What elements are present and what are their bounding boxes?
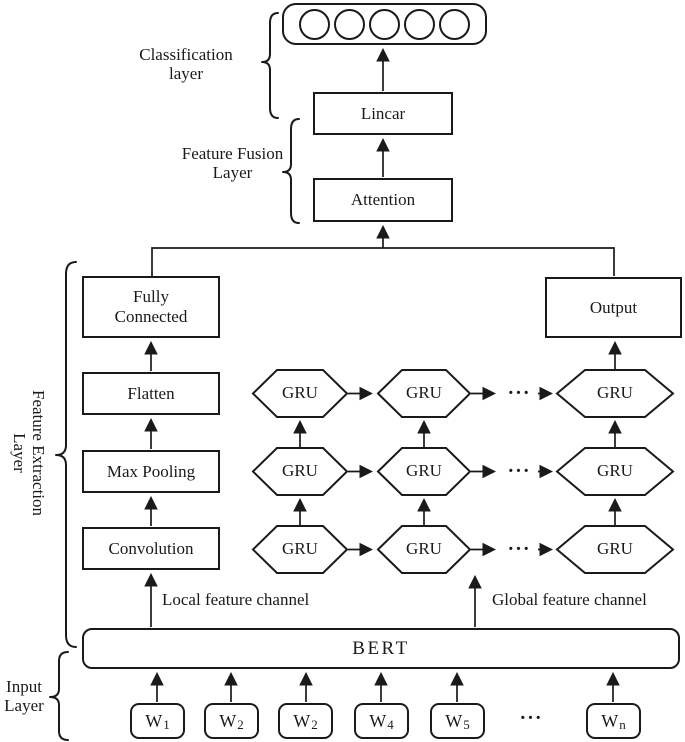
output-unit-circle [299,8,330,40]
output-unit-circle [369,8,400,40]
output-block: Output [545,277,682,338]
brace-classification-layer [261,12,279,119]
classification-layer-label: Classification layer [106,45,266,83]
gru-row-ellipsis: ··· [507,538,531,560]
gru-node-label: GRU [282,383,318,402]
gru-node-label: GRU [597,383,633,402]
feature-extraction-layer-line2: Layer [10,433,29,473]
feature-extraction-layer-line1: Feature Extraction [29,389,48,517]
feature-extraction-layer-label: Feature Extraction Layer [8,373,48,533]
token-base: W [369,710,387,731]
attention-block: Attention [313,178,453,222]
token-base: W [219,710,237,731]
fusion-connector-line [151,247,615,276]
gru-hexagon [376,447,472,496]
input-layer-label: Input Layer [0,677,50,715]
token-subscript: 4 [387,717,394,732]
output-label: Output [589,297,638,317]
gru-hexagon [251,447,349,496]
gru-hexagon [555,525,675,574]
gru-node-label: GRU [406,461,442,480]
global-feature-channel-label: Global feature channel [492,590,647,609]
token-subscript: 1 [163,717,170,732]
brace-input-layer [49,651,69,741]
token-base: W [601,710,619,731]
gru-hexagon [376,525,472,574]
fully-connected-label-line1: Fully [133,287,169,306]
max-pooling-block: Max Pooling [82,450,220,493]
output-unit-circle [439,8,470,40]
fully-connected-block: Fully Connected [82,276,220,338]
bert-label: BERT [352,637,410,659]
gru-hexagon [555,369,675,418]
output-unit-circle [334,8,365,40]
gru-hexagon [555,447,675,496]
gru-hexagon [251,525,349,574]
token-subscript: n [619,717,626,732]
gru-grid [251,369,675,574]
brace-feature-extraction-layer [55,261,77,648]
input-token-ellipsis: ··· [519,707,543,729]
gru-hexagon [376,369,472,418]
gru-node-label: GRU [282,461,318,480]
token-base: W [445,710,463,731]
brace-feature-fusion-layer [282,118,300,224]
token-subscript: 2 [311,717,318,732]
gru-node-label: GRU [597,461,633,480]
gru-row-ellipsis: ··· [507,460,531,482]
gru-hexagon [251,369,349,418]
local-feature-channel-label: Local feature channel [162,590,310,609]
convolution-block: Convolution [82,527,220,570]
input-layer-line2: Layer [4,696,44,715]
linear-block: Lincar [313,92,453,135]
token-subscript: 5 [463,717,470,732]
max-pooling-label: Max Pooling [106,461,196,481]
linear-label: Lincar [360,103,406,123]
classification-output-node [282,3,487,45]
fully-connected-label-line2: Connected [114,307,188,326]
feature-fusion-layer-line1: Feature Fusion [181,144,284,163]
feature-fusion-layer-label: Feature Fusion Layer [155,144,310,182]
token-subscript: 2 [237,717,244,732]
flatten-label: Flatten [127,383,175,403]
gru-row-ellipsis: ··· [507,382,531,404]
gru-node-label: GRU [282,539,318,558]
convolution-label: Convolution [108,538,194,558]
flatten-block: Flatten [82,372,220,415]
gru-node-label: GRU [597,539,633,558]
token-base: W [293,710,311,731]
bert-block: BERT [82,628,680,669]
attention-label: Attention [350,190,416,209]
feature-fusion-layer-line2: Layer [212,163,253,182]
input-layer-line1: Input [6,677,42,696]
token-base: W [145,710,163,731]
classification-layer-line2: layer [169,64,203,83]
classification-layer-line1: Classification [139,45,233,64]
gru-node-label: GRU [406,383,442,402]
output-unit-circle [404,8,435,40]
gru-node-label: GRU [406,539,442,558]
